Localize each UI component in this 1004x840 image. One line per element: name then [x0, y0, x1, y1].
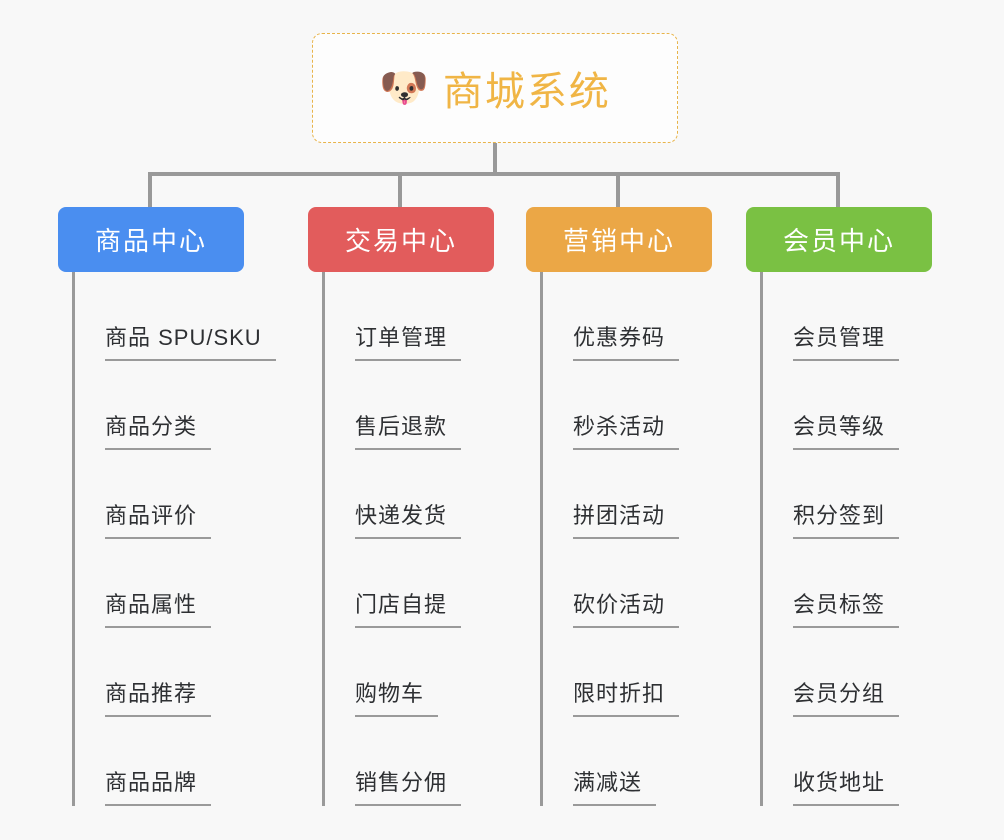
list-item[interactable]: 商品分类 [75, 361, 244, 450]
list-item[interactable]: 会员等级 [763, 361, 932, 450]
list-item[interactable]: 会员标签 [763, 539, 932, 628]
branch-header-trade-center[interactable]: 交易中心 [308, 207, 494, 272]
root-node-title: 商城系统 [442, 70, 611, 114]
list-item-label: 会员标签 [793, 592, 886, 617]
list-item-label: 商品分类 [105, 414, 198, 439]
branch-items-marketing-center: 优惠券码 秒杀活动 拼团活动 砍价活动 限时折扣 满减送 [540, 272, 712, 806]
list-item-label: 会员管理 [793, 325, 886, 350]
list-item[interactable]: 订单管理 [325, 272, 494, 361]
branch-items-product-center: 商品 SPU/SKU 商品分类 商品评价 商品属性 商品推荐 商品品牌 [72, 272, 276, 806]
list-item[interactable]: 售后退款 [325, 361, 494, 450]
branch-header-label: 商品中心 [94, 226, 207, 256]
connector-drop-2 [398, 172, 402, 209]
list-item-label: 优惠券码 [573, 325, 666, 350]
branch-header-label: 营销中心 [562, 226, 675, 256]
list-item[interactable]: 会员管理 [763, 272, 932, 361]
list-item[interactable]: 商品品牌 [75, 717, 244, 806]
branch-header-label: 会员中心 [782, 226, 895, 256]
list-item-label: 拼团活动 [573, 503, 666, 528]
branch-header-product-center[interactable]: 商品中心 [58, 207, 244, 272]
list-item[interactable]: 优惠券码 [543, 272, 712, 361]
list-item[interactable]: 拼团活动 [543, 450, 712, 539]
dog-face-icon: 🐶 [379, 65, 429, 111]
branch-marketing-center: 营销中心 优惠券码 秒杀活动 拼团活动 砍价活动 限时折扣 满减送 [526, 207, 712, 806]
list-item[interactable]: 会员分组 [763, 628, 932, 717]
list-item-label: 销售分佣 [355, 770, 448, 795]
list-item[interactable]: 商品 SPU/SKU [75, 272, 276, 361]
list-item[interactable]: 快递发货 [325, 450, 494, 539]
list-item-label: 会员分组 [793, 681, 886, 706]
list-item-label: 订单管理 [355, 325, 448, 350]
branch-member-center: 会员中心 会员管理 会员等级 积分签到 会员标签 会员分组 收货地址 [746, 207, 932, 806]
list-item[interactable]: 门店自提 [325, 539, 494, 628]
list-item-label: 快递发货 [355, 503, 448, 528]
list-item-label: 商品属性 [105, 592, 198, 617]
list-item-label: 门店自提 [355, 592, 448, 617]
list-item[interactable]: 商品属性 [75, 539, 244, 628]
connector-drop-4 [836, 172, 840, 209]
branch-header-marketing-center[interactable]: 营销中心 [526, 207, 712, 272]
list-item[interactable]: 限时折扣 [543, 628, 712, 717]
list-item-label: 砍价活动 [573, 592, 666, 617]
list-item[interactable]: 商品推荐 [75, 628, 244, 717]
branch-trade-center: 交易中心 订单管理 售后退款 快递发货 门店自提 购物车 销售分佣 [308, 207, 494, 806]
list-item-label: 积分签到 [793, 503, 886, 528]
list-item-label: 商品品牌 [105, 770, 198, 795]
list-item[interactable]: 购物车 [325, 628, 494, 717]
list-item[interactable]: 商品评价 [75, 450, 244, 539]
root-node-shop-system[interactable]: 🐶 商城系统 [312, 33, 678, 143]
connector-drop-1 [148, 172, 152, 209]
branch-items-member-center: 会员管理 会员等级 积分签到 会员标签 会员分组 收货地址 [760, 272, 932, 806]
list-item-label: 商品 SPU/SKU [105, 325, 262, 350]
list-item[interactable]: 收货地址 [763, 717, 932, 806]
list-item-label: 会员等级 [793, 414, 886, 439]
list-item[interactable]: 销售分佣 [325, 717, 494, 806]
list-item-label: 秒杀活动 [573, 414, 666, 439]
list-item-label: 购物车 [355, 681, 425, 706]
list-item-label: 商品评价 [105, 503, 198, 528]
list-item-label: 收货地址 [793, 770, 886, 795]
list-item-label: 售后退款 [355, 414, 448, 439]
branch-items-trade-center: 订单管理 售后退款 快递发货 门店自提 购物车 销售分佣 [322, 272, 494, 806]
branch-header-member-center[interactable]: 会员中心 [746, 207, 932, 272]
list-item[interactable]: 秒杀活动 [543, 361, 712, 450]
list-item-label: 满减送 [573, 770, 643, 795]
list-item-label: 商品推荐 [105, 681, 198, 706]
branch-product-center: 商品中心 商品 SPU/SKU 商品分类 商品评价 商品属性 商品推荐 商品品牌 [58, 207, 276, 806]
connector-stem [493, 143, 497, 176]
list-item[interactable]: 砍价活动 [543, 539, 712, 628]
list-item[interactable]: 积分签到 [763, 450, 932, 539]
connector-bus [148, 172, 840, 176]
branch-header-label: 交易中心 [344, 226, 457, 256]
connector-drop-3 [616, 172, 620, 209]
list-item-label: 限时折扣 [573, 681, 666, 706]
list-item[interactable]: 满减送 [543, 717, 712, 806]
